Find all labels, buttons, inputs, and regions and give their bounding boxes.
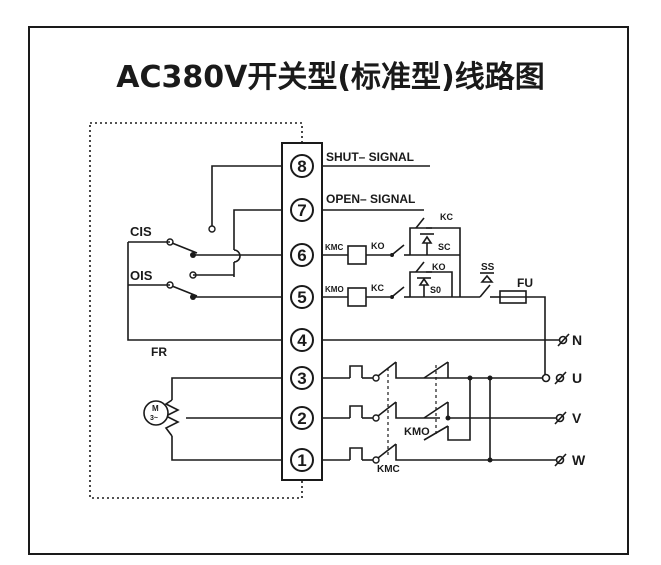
terminal-circle [290, 328, 314, 352]
terminal-circle [290, 243, 314, 267]
terminal-number: 1 [297, 451, 306, 470]
phase-v-label: V [572, 410, 582, 426]
terminal-number: 5 [297, 288, 306, 307]
motor-label: M [152, 404, 159, 413]
sc-label: SC [438, 242, 451, 252]
ois-label: OIS [130, 268, 153, 283]
kmo-coil-label: KMO [325, 285, 344, 294]
terminal-number: 8 [297, 157, 306, 176]
so-label: S0 [430, 285, 441, 295]
terminal-circle [290, 366, 314, 390]
kmc-coil-label: KMC [325, 243, 343, 252]
open-signal-label: OPEN– SIGNAL [326, 192, 415, 206]
diagram-frame [28, 26, 629, 555]
terminal-number: 7 [297, 201, 306, 220]
terminal-circle [290, 406, 314, 430]
phase-w-label: W [572, 452, 586, 468]
terminal-circle [290, 154, 314, 178]
terminal-circle [290, 198, 314, 222]
kmc-contactor-label: KMC [377, 464, 400, 475]
phase-n-label: N [572, 332, 582, 348]
diagram-title: AC380V开关型(标准型)线路图 [116, 60, 545, 95]
phase-u-label: U [572, 370, 582, 386]
fu-label: FU [517, 276, 533, 290]
terminal-number: 6 [297, 246, 306, 265]
ko-contact-label: KO [371, 241, 385, 251]
kc-top-label: KC [440, 212, 453, 222]
kc-contact-label: KC [371, 283, 384, 293]
terminal-number: 3 [297, 369, 306, 388]
kmo-contactor-label: KMO [404, 426, 430, 438]
shut-signal-label: SHUT– SIGNAL [326, 150, 414, 164]
ss-label: SS [481, 262, 495, 273]
terminal-circle [290, 285, 314, 309]
ko-top-label: KO [432, 262, 446, 272]
fr-label: FR [151, 345, 167, 359]
terminal-number: 2 [297, 409, 306, 428]
motor-icon [143, 400, 169, 426]
motor-phase-label: 3~ [150, 415, 158, 422]
terminal-number: 4 [297, 331, 307, 350]
actuator-enclosure [89, 122, 303, 499]
terminal-numbers: 8 7 6 5 4 3 2 1 [290, 154, 314, 472]
cis-label: CIS [130, 224, 152, 239]
terminal-circle [290, 448, 314, 472]
